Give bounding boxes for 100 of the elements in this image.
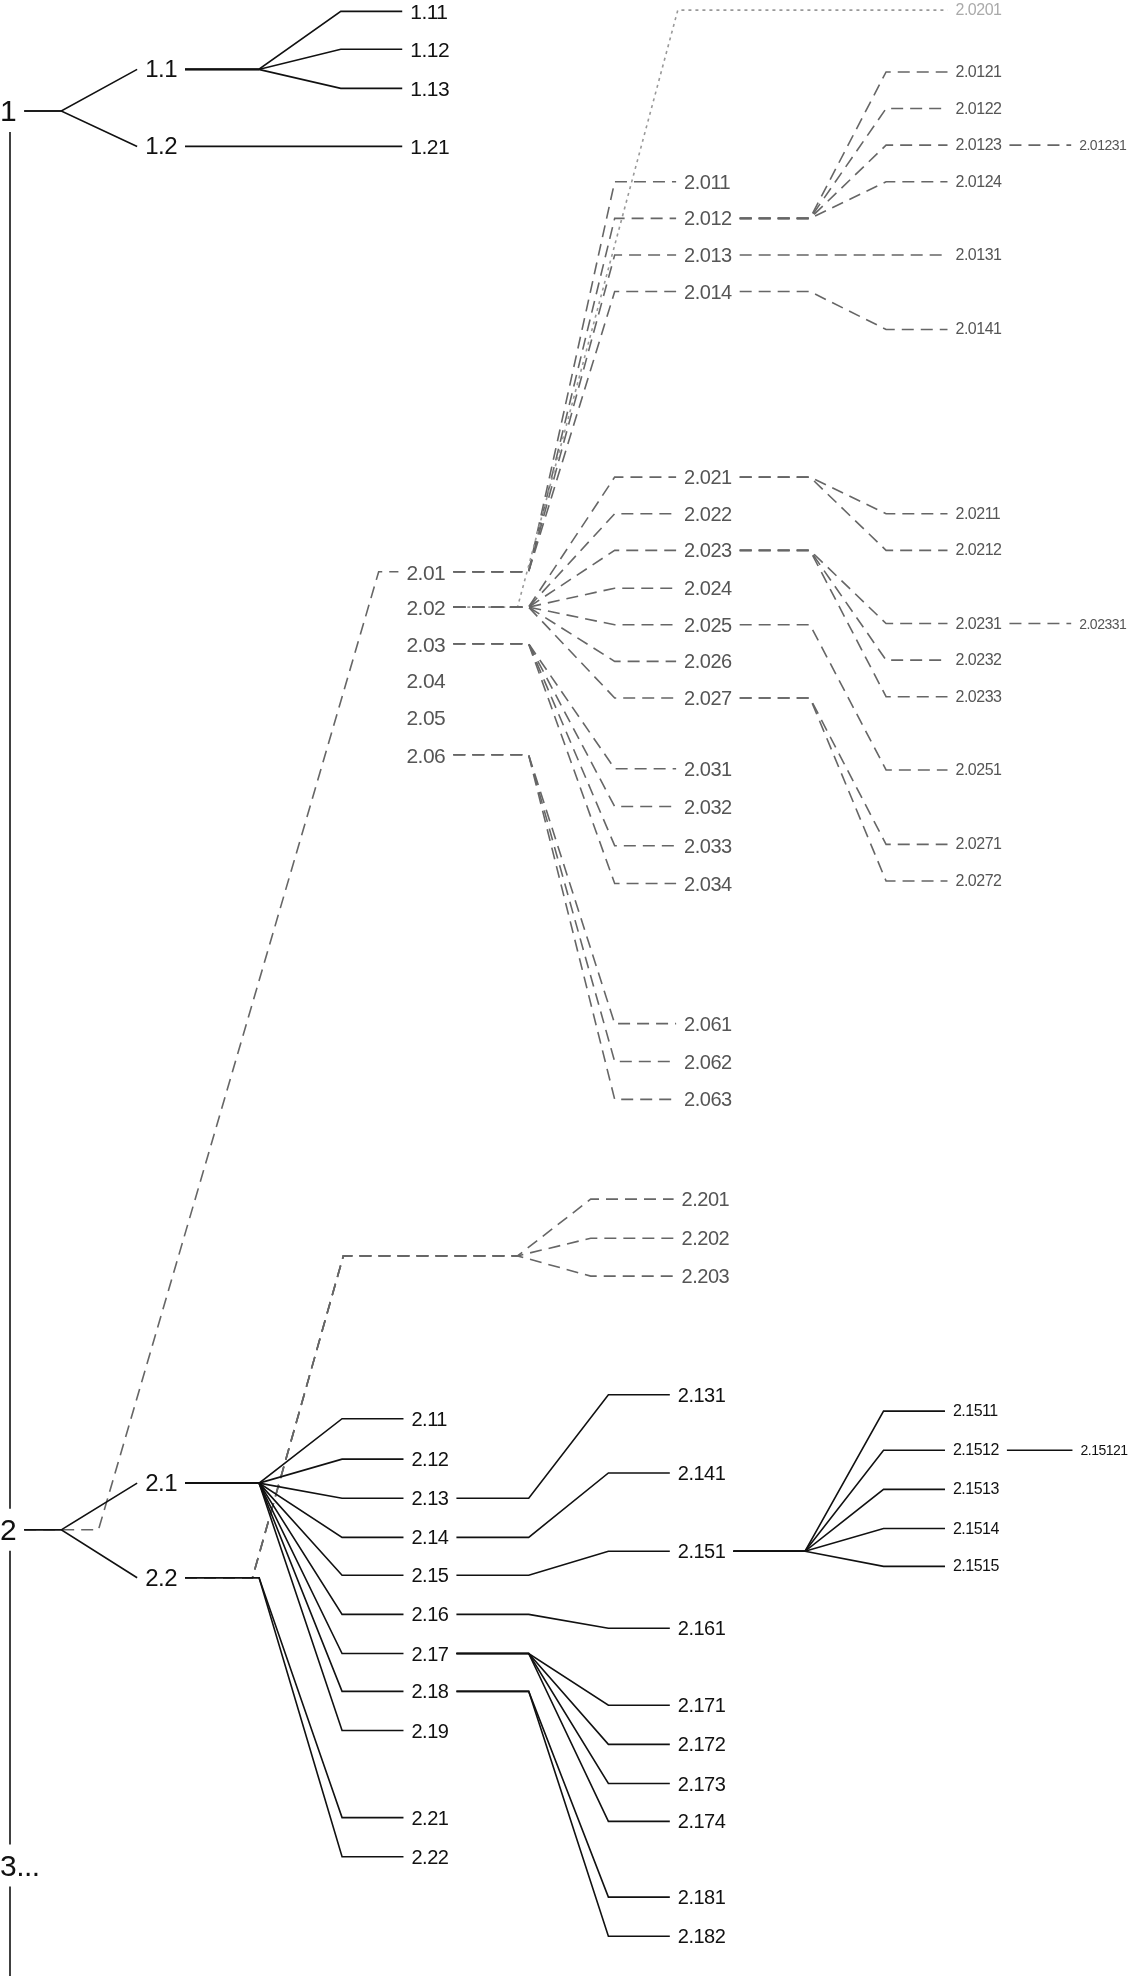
section-number: 2.0212 [955, 542, 1002, 559]
section-number: 2.181 [677, 1887, 726, 1908]
section-number: 2.011 [684, 171, 731, 192]
section-number: 2.022 [684, 503, 732, 524]
section-number: 2.161 [677, 1618, 726, 1639]
section-number: 2.151 [677, 1541, 726, 1562]
section-number: 2.172 [677, 1734, 726, 1755]
section-number: 2.023 [684, 540, 732, 561]
section-number: 2.202 [681, 1228, 730, 1249]
section-number: 2.22 [411, 1846, 449, 1867]
section-number: 1.13 [410, 77, 450, 99]
section-number: 2.02 [406, 596, 446, 618]
section-number: 2.0232 [955, 652, 1002, 669]
section-number: 2.04 [406, 669, 446, 691]
section-number: 1.12 [410, 38, 450, 60]
section-number: 2.19 [411, 1720, 449, 1741]
section-number: 2.1515 [952, 1558, 999, 1575]
section-number: 2.0233 [955, 688, 1002, 705]
section-number: 2.1511 [952, 1403, 998, 1420]
section-number: 2.15 [411, 1565, 449, 1586]
section-number: 2.2 [145, 1565, 177, 1590]
trunk-line [9, 1885, 11, 1977]
section-number: 2.0131 [955, 246, 1002, 263]
section-number: 2.0122 [955, 100, 1002, 117]
section-number: 2.171 [677, 1695, 726, 1716]
section-number: 2.034 [684, 873, 732, 894]
section-number: 2.0272 [955, 873, 1002, 889]
section-number: 2.0211 [955, 505, 1001, 522]
section-number: 2.0124 [955, 173, 1002, 190]
trunk-line [9, 131, 11, 1510]
section-number: 2.01231 [1079, 138, 1127, 153]
section-number: 2.0201 [955, 2, 1002, 19]
branch-connector [738, 549, 949, 698]
section-number: 2.01 [406, 561, 446, 583]
section-number: 2.203 [681, 1266, 730, 1287]
branch-connector [184, 68, 404, 90]
branch-connector [1006, 1449, 1074, 1452]
section-number: 2.1512 [952, 1442, 999, 1459]
section-number: 2.18 [411, 1681, 449, 1702]
branch-connector [184, 1482, 405, 1732]
section-number: 2.21 [411, 1807, 449, 1828]
section-number: 2.0123 [955, 137, 1002, 154]
section-number: 2.063 [684, 1089, 732, 1110]
section-number: 2.032 [684, 796, 732, 817]
section-number: 2.182 [677, 1926, 726, 1947]
branch-connector [738, 697, 949, 882]
section-number: 2.174 [677, 1811, 726, 1832]
section-number: 1.21 [410, 135, 450, 157]
branch-connector [738, 180, 949, 220]
section-number: 2.02331 [1079, 616, 1127, 631]
section-number: 2.14 [411, 1527, 449, 1548]
branch-connector [1008, 144, 1072, 146]
section-number: 2.021 [684, 467, 732, 488]
trunk-line [9, 1550, 11, 1846]
section-number: 2.1 [145, 1471, 177, 1496]
branch-connector [455, 1652, 671, 1823]
branch-connector [23, 1529, 138, 1579]
section-number: 2.1514 [952, 1520, 999, 1537]
section-number: 2 [0, 1514, 17, 1545]
branch-connector [455, 1550, 671, 1577]
branch-connector [738, 476, 949, 552]
section-number: 2.131 [677, 1384, 726, 1405]
section-number: 1 [0, 96, 17, 127]
section-number: 2.15121 [1080, 1443, 1128, 1458]
section-number: 2.0251 [955, 761, 1002, 778]
section-number: 2.06 [406, 744, 446, 766]
section-number: 2.0121 [955, 63, 1002, 80]
section-number: 2.1513 [952, 1481, 999, 1498]
section-number: 2.11 [411, 1408, 447, 1429]
branch-connector [732, 1550, 946, 1568]
section-number: 2.141 [677, 1463, 726, 1483]
section-number: 2.014 [684, 281, 732, 302]
section-number: 2.025 [684, 614, 732, 635]
branch-connector [738, 290, 949, 331]
section-number: 2.201 [681, 1189, 730, 1210]
branch-connector [455, 1690, 671, 1938]
section-number: 2.173 [677, 1773, 726, 1794]
branch-connector [455, 1613, 671, 1630]
section-number: 2.12 [411, 1449, 449, 1470]
section-number: 2.13 [411, 1488, 449, 1509]
branch-connector [455, 1472, 671, 1539]
branch-connector [1008, 622, 1072, 625]
branch-connector [455, 1393, 671, 1500]
branch-connector [184, 145, 404, 148]
section-number: 1.11 [410, 0, 448, 22]
section-number: 2.062 [684, 1051, 732, 1072]
branch-connector [452, 642, 677, 885]
section-number: 2.05 [406, 706, 446, 728]
section-number: 2.013 [684, 244, 732, 265]
section-number: 2.03 [406, 633, 446, 655]
section-number: 2.012 [684, 208, 732, 229]
section-number: 1.1 [145, 57, 177, 82]
section-number: 2.027 [684, 688, 732, 708]
section-number: 2.0231 [955, 615, 1002, 632]
section-number: 2.026 [684, 651, 732, 672]
section-number: 2.033 [684, 835, 732, 856]
section-number: 1.2 [145, 134, 177, 159]
section-number: 2.024 [684, 578, 732, 599]
section-number: 2.0271 [955, 836, 1002, 853]
section-number: 2.031 [684, 758, 732, 779]
